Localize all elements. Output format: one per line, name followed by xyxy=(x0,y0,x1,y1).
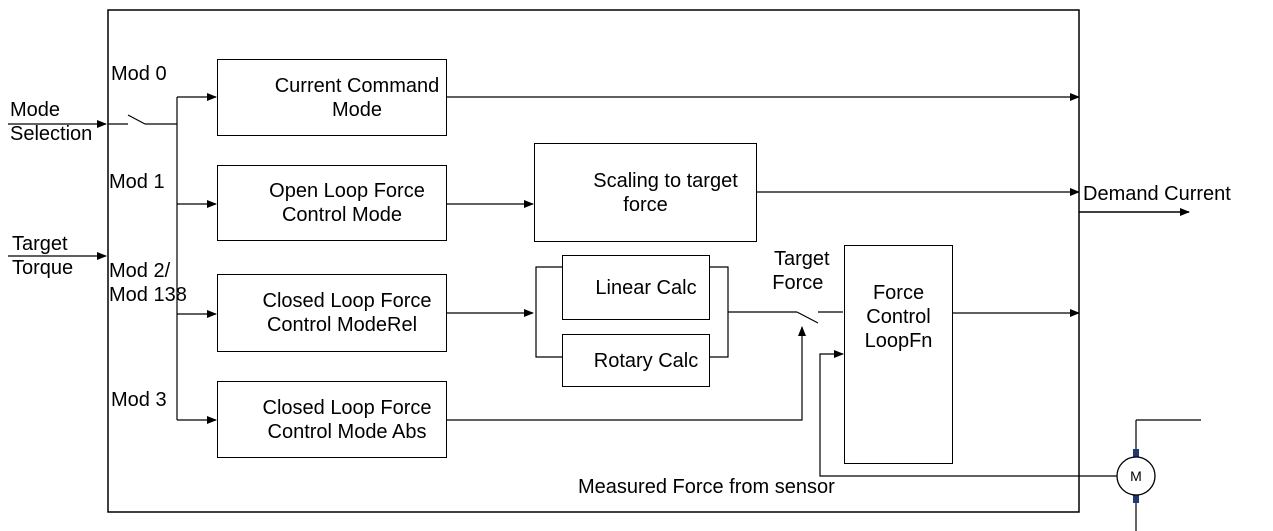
current-command-line1: Current Command xyxy=(274,74,440,97)
linear-calc-label: Linear Calc xyxy=(595,276,697,299)
force-control-line2: Control xyxy=(866,305,931,328)
rotary-calc-label: Rotary Calc xyxy=(593,349,699,372)
force-control-line3: LoopFn xyxy=(864,329,933,352)
force-control-line1: Force xyxy=(872,281,925,304)
closed-abs-line1: Closed Loop Force xyxy=(262,396,432,419)
motor-icon xyxy=(1116,456,1156,496)
open-loop-line2: Control Mode xyxy=(281,204,403,226)
force-control-block: Force Control LoopFn xyxy=(844,245,953,464)
scaling-block: Scaling to target force xyxy=(534,143,757,242)
open-loop-block: Open Loop Force Control Mode xyxy=(217,165,447,241)
closed-rel-line2: Control ModeRel xyxy=(266,314,418,336)
system-boundary xyxy=(107,9,1080,513)
motor-terminal-top xyxy=(1133,449,1139,458)
closed-abs-block: Closed Loop Force Control Mode Abs xyxy=(217,381,447,458)
measured-force-feedback xyxy=(819,350,1118,477)
target-force-label: Target Force xyxy=(772,248,830,294)
mod0-label: Mod 0 xyxy=(111,63,167,85)
calc-merge-right xyxy=(709,266,729,358)
motor-label: M xyxy=(1130,468,1142,484)
mod3-label: Mod 3 xyxy=(111,389,167,411)
demand-current-label: Demand Current xyxy=(1083,183,1231,205)
closed-abs-to-switch xyxy=(446,326,806,421)
closed-rel-line1: Closed Loop Force xyxy=(262,290,432,312)
mod1-label: Mod 1 xyxy=(109,171,165,193)
rotary-calc-block: Rotary Calc xyxy=(562,334,710,387)
current-command-line2: Mode xyxy=(331,98,383,121)
closed-abs-line2: Control Mode Abs xyxy=(267,420,427,443)
target-switch-blade xyxy=(796,311,819,324)
scaling-line2: force xyxy=(623,193,668,216)
calc-split-left xyxy=(535,266,562,358)
linear-calc-block: Linear Calc xyxy=(562,255,710,320)
mod2-label: Mod 2/ Mod 138 xyxy=(109,260,187,306)
closed-rel-block: Closed Loop Force Control ModeRel xyxy=(217,274,447,352)
open-loop-line1: Open Loop Force xyxy=(269,180,425,202)
mode-switch-blade xyxy=(127,114,146,125)
target-torque-label: Target Torque xyxy=(12,233,74,279)
measured-force-label: Measured Force from sensor xyxy=(578,476,835,498)
motor-terminal-bottom xyxy=(1133,494,1139,503)
mode-selection-label: Mode Selection xyxy=(10,99,93,145)
current-command-block: Current Command Mode xyxy=(217,59,447,136)
scaling-line1: Scaling to target xyxy=(593,169,738,192)
